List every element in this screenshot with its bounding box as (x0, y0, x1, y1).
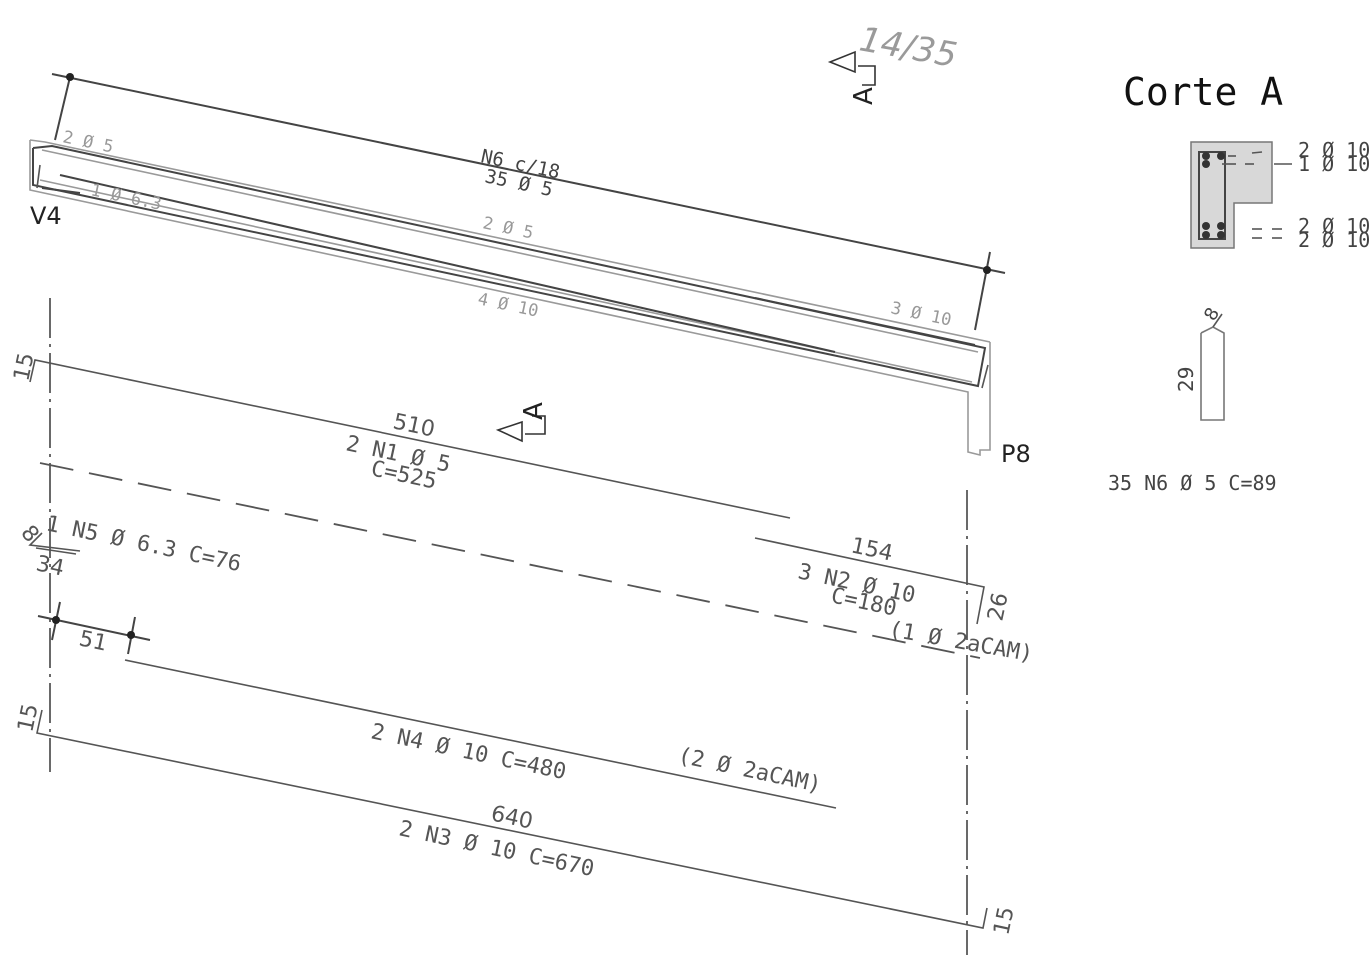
support-right-label: P8 (1001, 440, 1031, 468)
bar-n2 (754, 537, 985, 625)
section-title: Corte A (1123, 70, 1283, 114)
section-marker-letter: A (849, 87, 879, 105)
n5-name: 1 N5 Ø 6.3 C=76 (44, 511, 244, 577)
stirrup-hook: 8 (1200, 304, 1224, 324)
n3-hook-right: 15 (989, 905, 1019, 938)
n3-length: 640 (489, 801, 535, 834)
bar-n4 (37, 601, 837, 809)
n2-hook: 26 (983, 591, 1013, 624)
label-top-right: 3 Ø 10 (889, 298, 953, 330)
n3-hook-left: 15 (13, 702, 43, 735)
bar-n3 (36, 709, 988, 929)
n2-note: (1 Ø 2aCAM) (887, 617, 1035, 667)
n1-length: 510 (391, 409, 437, 442)
label-top-middle: 2 Ø 5 (481, 213, 535, 243)
n4-name: 2 N4 Ø 10 C=480 (369, 719, 569, 785)
stirrup-height: 29 (1174, 367, 1198, 392)
sheet-number: 14/35 (856, 19, 959, 75)
stirrup-label: 35 N6 Ø 5 C=89 (1108, 471, 1277, 495)
section-bar-1: 2 Ø 10 (1298, 138, 1370, 162)
label-mid-left: 1 Ø 6.3 (89, 180, 163, 214)
bar-n5 (28, 532, 81, 555)
n5-hook: 8 (15, 521, 43, 548)
section-bar-4: 2 Ø 10 (1298, 228, 1370, 252)
section-bar-3: 2 Ø 10 (1298, 214, 1370, 238)
section-marker-mid-letter: A (519, 402, 549, 420)
n2-length: 154 (849, 533, 895, 566)
bar-n1 (29, 359, 791, 519)
n4-offset: 51 (77, 626, 110, 656)
label-bottom: 4 Ø 10 (476, 289, 540, 321)
bar-2acam-dashed (39, 462, 981, 659)
cross-section (1190, 141, 1292, 249)
n5-length: 34 (34, 551, 67, 581)
section-marker-top: A (827, 50, 879, 105)
stirrup-detail (1200, 313, 1225, 421)
n1-hook: 15 (9, 351, 39, 384)
support-left-label: V4 (30, 202, 62, 230)
section-bar-2: 1 Ø 10 (1298, 152, 1370, 176)
section-marker-mid (495, 415, 546, 443)
beam-elevation (29, 73, 1006, 457)
